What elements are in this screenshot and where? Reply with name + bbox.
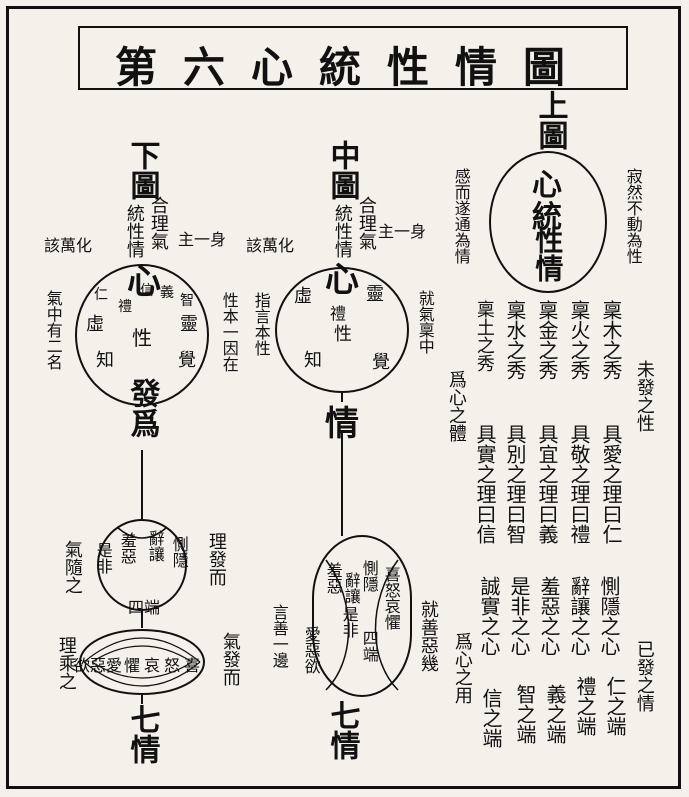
lower-principle-issues: 理發而 — [205, 532, 227, 586]
lower-seven-anger: 怒 — [164, 656, 181, 675]
lower-in-know: 知 — [96, 350, 114, 371]
end-col-yi: 義之端 — [543, 684, 567, 744]
middle-response: 該萬化 — [246, 236, 295, 255]
middle-seven-feelings: 七情 — [324, 700, 360, 760]
lower-seven-hate: 惡 — [90, 656, 107, 675]
middle-side-note: 就氣稟中 — [415, 290, 435, 354]
lower-right-note2: 性本一因在 — [219, 292, 239, 372]
middle-center-heart: 心 — [325, 260, 359, 300]
lower-four-ends: 四端 — [128, 598, 161, 617]
nature-col-fire: 稟火之秀 — [567, 300, 591, 380]
middle-oval — [312, 535, 412, 697]
feeling-col-right-wrong: 是非之心 — [507, 576, 531, 656]
lower-issue: 發爲 — [124, 378, 160, 438]
manifest-feeling: 已發之情 — [633, 640, 655, 712]
middle-love-hate-desire: 愛惡欲 — [301, 626, 321, 674]
nature-col-earth: 稟土之秀 — [473, 300, 495, 372]
virtue-col-yi: 具宜之理曰義 — [535, 424, 559, 544]
lower-unify: 統性情 — [123, 204, 145, 258]
lower-seven-joy: 喜 — [184, 656, 201, 675]
lower-in-li: 禮 — [118, 299, 132, 315]
lower-circle — [75, 264, 209, 406]
lower-in-zhi: 智 — [180, 293, 194, 309]
title-box: 第六心統性情圖 — [78, 26, 628, 92]
lower-in-void: 虛 — [86, 314, 104, 335]
lower-response: 該萬化 — [44, 236, 93, 255]
lower-center-heart: 心 — [127, 262, 161, 302]
virtue-col-zhi: 具別之理曰智 — [503, 424, 527, 544]
lower-principle-rides: 理乘之 — [55, 636, 77, 690]
upper-left-note: 感而遂通為情 — [451, 168, 471, 264]
middle-ruler: 主一身 — [378, 222, 427, 241]
lower-seven-feelings: 七情 — [124, 704, 160, 764]
middle-oval-right: 喜怒哀懼 — [381, 566, 401, 630]
feeling-col-sincerity: 誠實之心 — [477, 576, 501, 656]
unmanifest-nature: 未發之性 — [633, 360, 655, 432]
middle-feeling: 情 — [325, 404, 359, 444]
middle-oval-right-wrong: 是非 — [339, 606, 359, 638]
substance-of-heart: 爲心之體 — [445, 370, 467, 442]
end-col-li: 禮之端 — [573, 676, 597, 736]
lower-oval-shame: 羞惡 — [117, 532, 137, 564]
upper-circle-heart: 心 — [532, 168, 562, 203]
middle-in-know: 知 — [304, 350, 322, 371]
lower-seven-grief: 哀 — [144, 656, 161, 675]
lower-in-ren: 仁 — [94, 287, 108, 303]
lower-heading: 下圖 — [124, 140, 160, 200]
upper-circle-unify: 統 — [532, 200, 562, 235]
nature-col-wood: 稟木之秀 — [599, 300, 623, 380]
middle-heading: 中圖 — [324, 140, 360, 200]
virtue-col-xin: 具實之理曰信 — [473, 424, 497, 544]
lower-ruler: 主一身 — [178, 230, 227, 249]
lower-in-xin: 信 — [140, 283, 154, 299]
end-col-xin: 信之端 — [479, 688, 503, 748]
lower-in-spirit: 靈 — [180, 314, 198, 335]
lower-oval-right-wrong: 是非 — [93, 542, 113, 574]
middle-unify: 統性情 — [331, 204, 353, 258]
lower-in-yi: 義 — [160, 285, 174, 301]
middle-right-note: 就善惡幾 — [417, 600, 439, 672]
lower-right-note1: 指言本性 — [251, 292, 271, 356]
outer-frame — [6, 6, 681, 789]
feeling-col-shame: 羞惡之心 — [537, 576, 561, 656]
middle-in-spirit: 靈 — [366, 284, 384, 305]
lower-seven-love: 愛 — [106, 656, 123, 675]
virtue-col-li: 具敬之理曰禮 — [567, 424, 591, 544]
lower-seven-fear: 懼 — [124, 656, 141, 675]
middle-in-li: 禮 — [330, 304, 347, 323]
middle-oval-compassion: 惻隱 — [359, 560, 379, 592]
upper-circle — [489, 151, 607, 293]
middle-in-void: 虛 — [294, 286, 312, 307]
page-title: 第六心統性情圖 — [114, 43, 591, 92]
middle-in-aware: 覺 — [372, 352, 390, 373]
middle-left-note: 言善一邊 — [269, 604, 289, 668]
middle-in-nature: 性 — [334, 324, 352, 345]
end-col-zhi: 智之端 — [513, 684, 537, 744]
lower-qi-follows: 氣隨之 — [61, 540, 83, 594]
lower-in-aware: 覺 — [178, 350, 196, 371]
lower-left-note: 氣中有二名 — [43, 290, 63, 370]
lower-seven-desire: 欲 — [74, 656, 91, 675]
upper-right-note: 寂然不動為性 — [623, 168, 643, 264]
upper-circle-nature-feeling: 性情 — [531, 226, 565, 282]
middle-combine: 合理氣 — [355, 196, 377, 250]
lower-combine: 合理氣 — [147, 196, 169, 250]
lower-in-nature: 性 — [132, 326, 152, 350]
feeling-col-compassion: 惻隱之心 — [597, 576, 621, 656]
function-of-heart: 爲心之用 — [451, 632, 473, 704]
upper-heading: 上圖 — [532, 90, 568, 150]
nature-col-water: 稟水之秀 — [503, 300, 527, 380]
virtue-col-ren: 具愛之理曰仁 — [599, 424, 623, 544]
lower-oval-compassion: 惻隱 — [169, 536, 189, 568]
lower-qi-issues: 氣發而 — [219, 632, 241, 686]
middle-oval-four: 四端 — [359, 630, 379, 662]
nature-col-metal: 稟金之秀 — [535, 300, 559, 380]
middle-oval-deference: 辭讓 — [341, 572, 361, 604]
feeling-col-deference: 辭讓之心 — [567, 576, 591, 656]
middle-oval-shame: 羞惡 — [323, 562, 343, 594]
lower-oval-deference: 辭讓 — [145, 530, 165, 562]
end-col-ren: 仁之端 — [603, 676, 627, 736]
